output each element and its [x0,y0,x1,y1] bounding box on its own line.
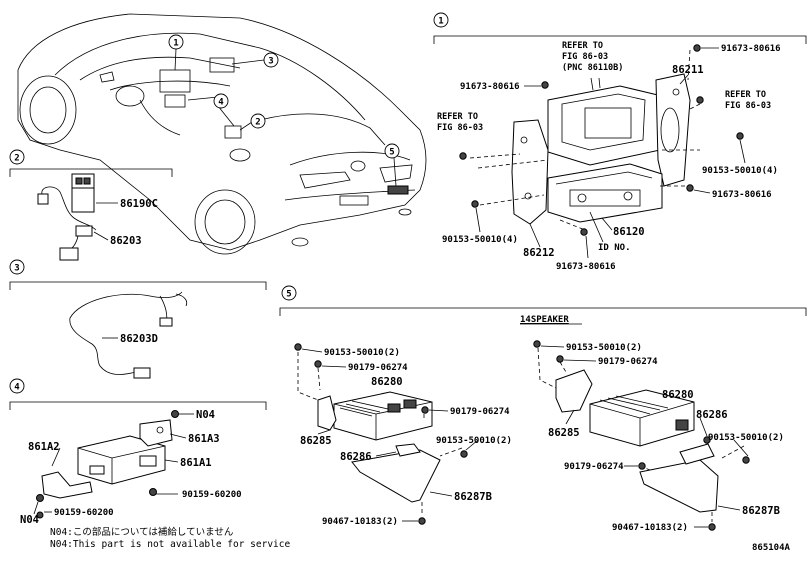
ref-top-line3: (PNC 86110B) [562,63,623,73]
part-label: 90153-50010(4) [702,166,778,176]
ref-right-line1: REFER TO [725,90,766,100]
part-label: 86280 [662,389,694,401]
ref-left-line2: FIG 86-03 [437,123,483,133]
part-label: 86285 [548,427,580,439]
section-4-marker: 4 [14,383,20,393]
part-label: 861A3 [188,433,220,445]
bracket-861A3 [139,419,173,447]
switch-86190C [71,173,95,213]
part-label: 90179-06274 [564,462,624,472]
section-5: 5 14SPEAKER 90153- [279,285,807,533]
section-2-marker: 2 [14,154,19,164]
cable-86203 [37,186,97,261]
screw-icon [459,44,744,236]
ref-top-line1: REFER TO [562,41,603,51]
car-callout-4: 4 [218,98,224,108]
bracket-86285-right [555,369,593,413]
figure-code: 865104A [752,543,791,553]
part-label: 861A2 [28,441,60,453]
part-label: 86286 [696,409,728,421]
part-label: 90179-06274 [348,363,408,373]
display-unit [547,77,663,166]
part-label: 86211 [672,64,704,76]
section-3: 3 86203D [9,259,267,379]
section-1: 1 REFER TO FIG 86-03 (PNC 86110B) REFER … [433,12,807,272]
part-label: ID NO. [598,243,631,253]
part-label: 86120 [613,226,645,238]
part-label: 91673-80616 [721,44,781,54]
part-label: 86287B [742,505,780,517]
part-label: 90159-60200 [182,490,242,500]
ref-left-line1: REFER TO [437,112,478,122]
bracket-86285-left [317,395,337,431]
part-label: N04 [196,409,215,421]
part-label: 86280 [371,376,403,388]
section-3-marker: 3 [14,264,19,274]
part-label: 91673-80616 [712,190,772,200]
part-label: 90179-06274 [598,357,658,367]
audio-unit-86120 [547,163,663,223]
car-callout-2: 2 [255,118,260,128]
section-4: 4 N04 861A3 861A2 861A1 90159-6 [9,378,290,550]
part-label: 90153-50010(2) [436,436,512,446]
part-label: 861A1 [180,457,212,469]
part-label: 90153-50010(2) [566,343,642,353]
bracket-86211 [655,73,691,187]
section-2: 2 86190C 86203 [9,149,173,261]
ecu-861A1 [77,435,166,485]
bracket-86286-left [395,443,421,457]
car-illustration: 1 2 3 4 5 [17,13,427,255]
ref-top-line2: FIG 86-03 [562,52,608,62]
antenna-cable-86203D [69,291,188,379]
part-label: 90159-60200 [54,508,114,518]
section-5-heading: 14SPEAKER [520,315,569,325]
part-label: 86190C [120,198,158,210]
amplifier-left [333,391,433,441]
bracket-86286-right [679,443,715,465]
part-label: 91673-80616 [460,82,520,92]
part-label: 86203D [120,333,158,345]
part-label: 90467-10183(2) [612,523,688,533]
part-label: 86212 [523,247,555,259]
part-label: 90153-50010(4) [442,235,518,245]
ref-right-line2: FIG 86-03 [725,101,771,111]
availability-note-japanese: N04:この部品については補給していません [50,526,233,538]
part-label: 86286 [340,451,372,463]
part-label: 90467-10183(2) [322,517,398,527]
bracket-86287B-left [351,449,441,503]
part-label: N04 [20,514,39,526]
part-label: 86285 [300,435,332,447]
part-label: 90153-50010(2) [708,433,784,443]
bracket-86212 [511,119,549,225]
car-callout-1: 1 [173,39,178,49]
section-1-marker: 1 [438,17,443,27]
availability-note-english: N04:This part is not available for servi… [50,539,290,550]
bracket-86287B-right [639,459,719,513]
part-label: 90153-50010(2) [324,348,400,358]
amplifier-right [589,389,695,447]
part-label: 86203 [110,235,142,247]
bracket-861A2 [41,471,93,499]
car-callout-5: 5 [389,148,394,158]
car-callout-3: 3 [268,57,273,67]
part-label: 91673-80616 [556,262,616,272]
part-label: 90179-06274 [450,407,510,417]
section-5-marker: 5 [286,290,291,300]
part-label: 86287B [454,491,492,503]
